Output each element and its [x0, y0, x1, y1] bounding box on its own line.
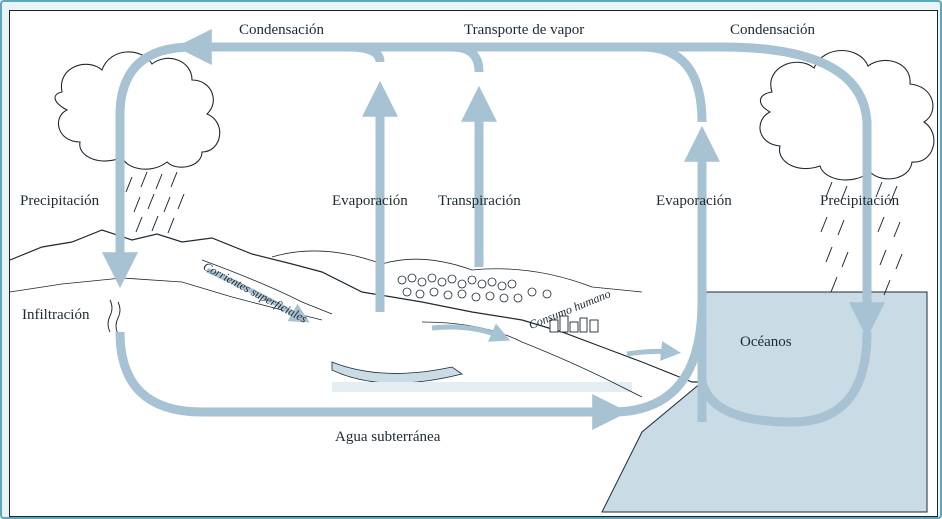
label-oceans: Océanos [740, 335, 792, 350]
label-transpiration: Transpiración [438, 194, 521, 209]
label-groundwater: Agua subterránea [335, 430, 440, 445]
groundwater-band [332, 382, 632, 392]
rain-left [126, 172, 184, 233]
ground-surface [10, 230, 702, 382]
label-condensation-right: Condensación [730, 23, 815, 38]
arrow-river-flow [432, 327, 502, 337]
label-precipitation-left: Precipitación [20, 194, 99, 209]
label-vapor-transport: Transporte de vapor [464, 23, 584, 38]
infiltration-marks [108, 300, 120, 334]
label-condensation-left: Condensación [239, 23, 324, 38]
lake-water [332, 362, 462, 383]
label-precipitation-right: Precipitación [820, 194, 899, 209]
arrow-transp-curve [452, 47, 479, 72]
label-infiltration: Infiltración [22, 308, 89, 323]
label-evaporation-ocean: Evaporación [656, 194, 732, 209]
forest [398, 274, 551, 302]
far-hills [272, 251, 642, 292]
label-evaporation-land: Evaporación [332, 194, 408, 209]
arrow-to-ocean [627, 351, 672, 354]
arrow-evap-ocean-curve [642, 47, 702, 122]
arrow-evap-land-curve [347, 47, 380, 62]
cloud-right [760, 51, 934, 180]
